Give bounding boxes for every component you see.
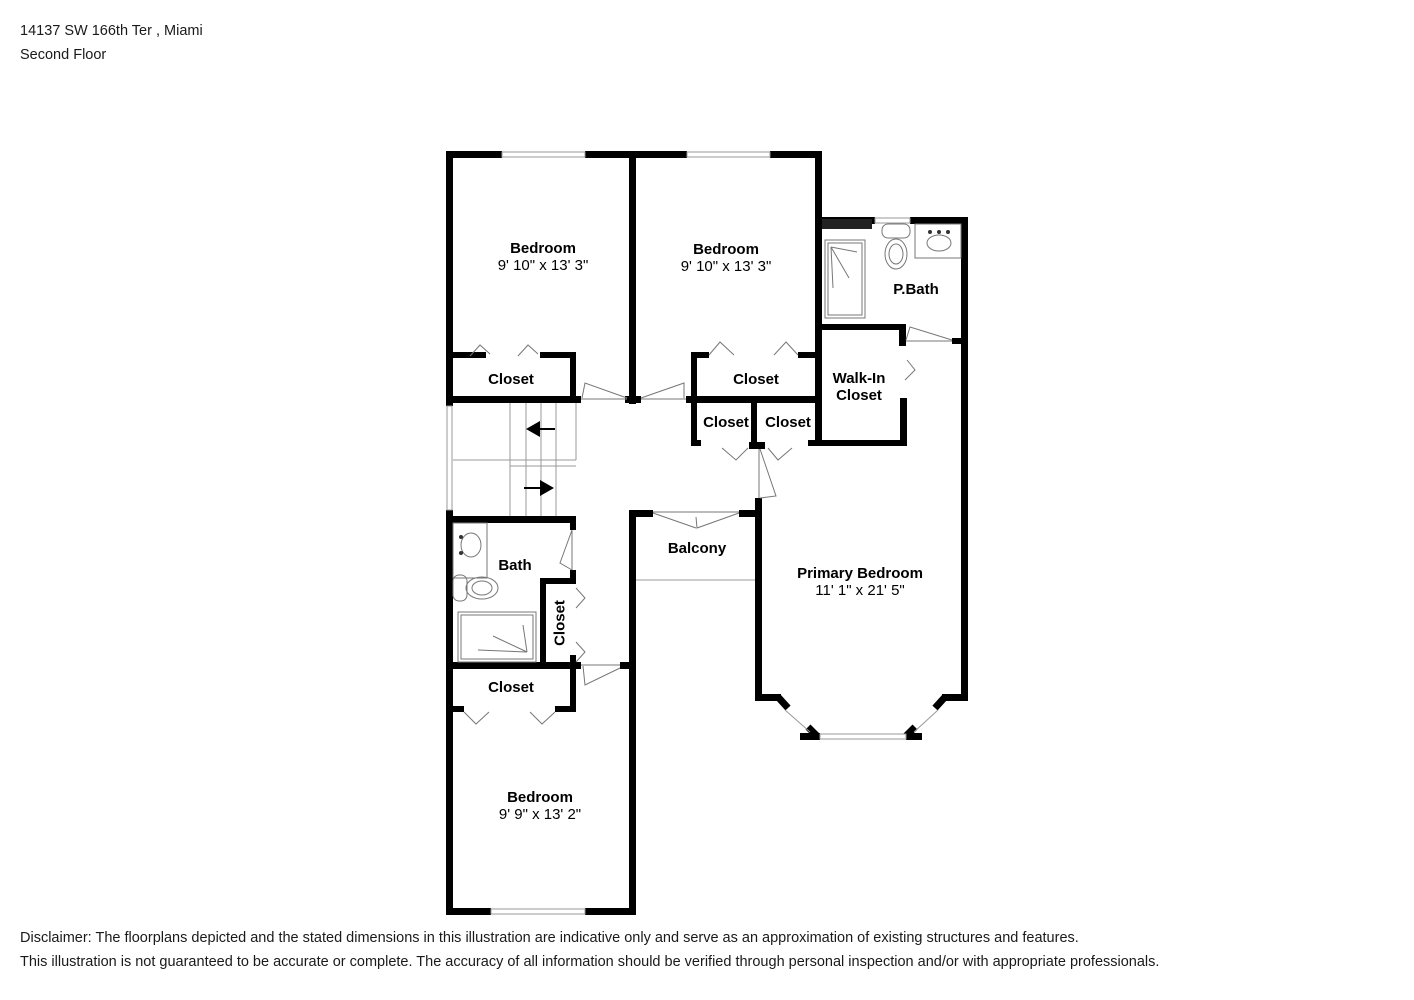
room-name: Bedroom	[510, 240, 576, 257]
room-name: Balcony	[667, 540, 727, 557]
room-name: P.Bath	[893, 281, 939, 298]
room-dimensions: 9' 9" x 13' 2"	[498, 806, 582, 823]
room-name: Closet	[703, 414, 749, 431]
room-bath: Bath	[498, 557, 531, 574]
room-dimensions: 11' 1" x 21' 5"	[815, 582, 905, 599]
disclaimer-line-1: Disclaimer: The floorplans depicted and …	[20, 930, 1079, 946]
room-closet-hall-right: Closet	[765, 414, 811, 431]
windows	[446, 151, 911, 915]
room-primary-bath: P.Bath	[893, 281, 939, 298]
room-closet-southwest: Closet	[488, 679, 534, 696]
room-name-line1: Walk-In	[832, 370, 886, 387]
room-closet-bath-side: Closet	[551, 600, 569, 646]
room-dimensions: 9' 10" x 13' 3"	[680, 258, 772, 275]
room-closet-northwest: Closet	[488, 371, 534, 388]
room-name: Closet	[488, 371, 534, 388]
room-closet-hall-left: Closet	[703, 414, 749, 431]
room-name: Closet	[733, 371, 779, 388]
doors	[463, 326, 953, 725]
walls	[446, 151, 968, 915]
room-name-line2: Closet	[836, 387, 882, 404]
room-dimensions: 9' 10" x 13' 3"	[497, 257, 589, 274]
property-address: 14137 SW 166th Ter , Miami	[20, 23, 203, 39]
room-name: Bedroom	[507, 789, 573, 806]
fixtures	[452, 223, 962, 663]
room-name: Closet	[765, 414, 811, 431]
disclaimer-line-2: This illustration is not guaranteed to b…	[20, 954, 1160, 970]
staircase	[453, 403, 577, 516]
floor-label: Second Floor	[20, 47, 107, 63]
room-name: Closet	[488, 679, 534, 696]
room-primary-bedroom: Primary Bedroom 11' 1" x 21' 5"	[797, 565, 923, 599]
room-bedroom-north: Bedroom 9' 10" x 13' 3"	[681, 241, 772, 275]
room-bedroom-southwest: Bedroom 9' 9" x 13' 2"	[499, 789, 581, 823]
room-name: Primary Bedroom	[797, 565, 923, 582]
room-name: Bath	[498, 557, 532, 574]
room-name: Bedroom	[693, 241, 759, 258]
room-bedroom-northwest: Bedroom 9' 10" x 13' 3"	[498, 240, 589, 274]
room-closet-north: Closet	[733, 371, 779, 388]
room-walk-in-closet: Walk-In Closet	[833, 370, 886, 404]
room-balcony: Balcony	[668, 540, 726, 557]
stair-arrows	[524, 421, 555, 496]
